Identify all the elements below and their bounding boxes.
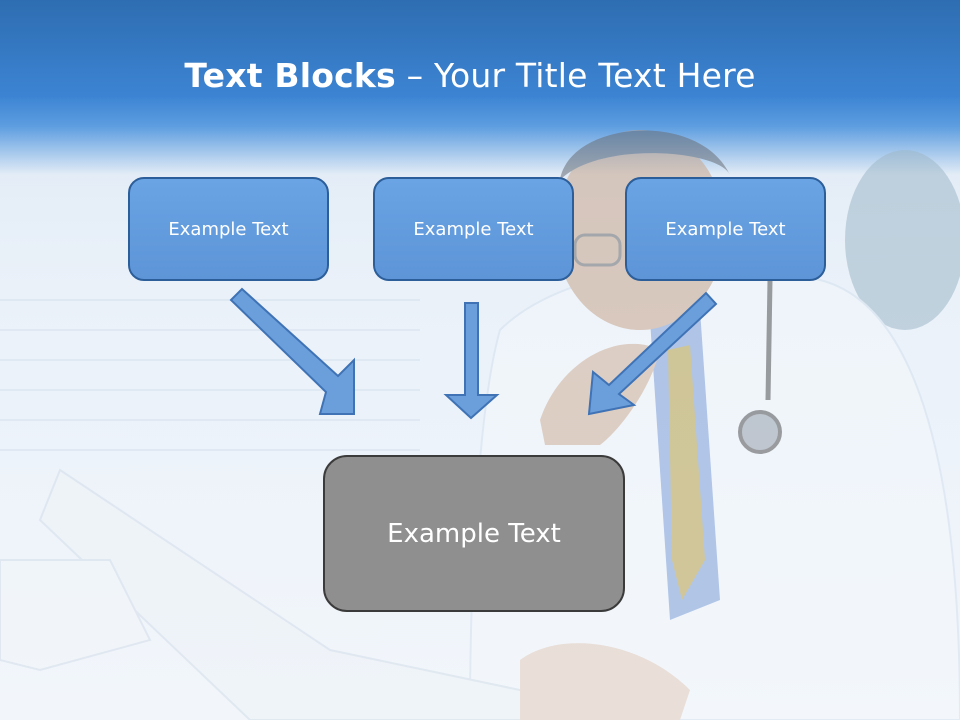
arrow-center-down [443,302,500,420]
text-block-top-center[interactable]: Example Text [373,177,574,281]
title-rest-part: Your Title Text Here [433,56,756,95]
slide-title: Text Blocks – Your Title Text Here [0,56,940,95]
text-block-top-left[interactable]: Example Text [128,177,329,281]
arrow-left-to-center [229,287,355,415]
title-bold-part: Text Blocks [184,56,396,95]
title-separator: – [395,56,434,95]
text-block-top-right[interactable]: Example Text [625,177,826,281]
text-block-bottom[interactable]: Example Text [323,455,625,612]
header-band [0,0,960,175]
arrow-right-to-center [587,291,718,416]
